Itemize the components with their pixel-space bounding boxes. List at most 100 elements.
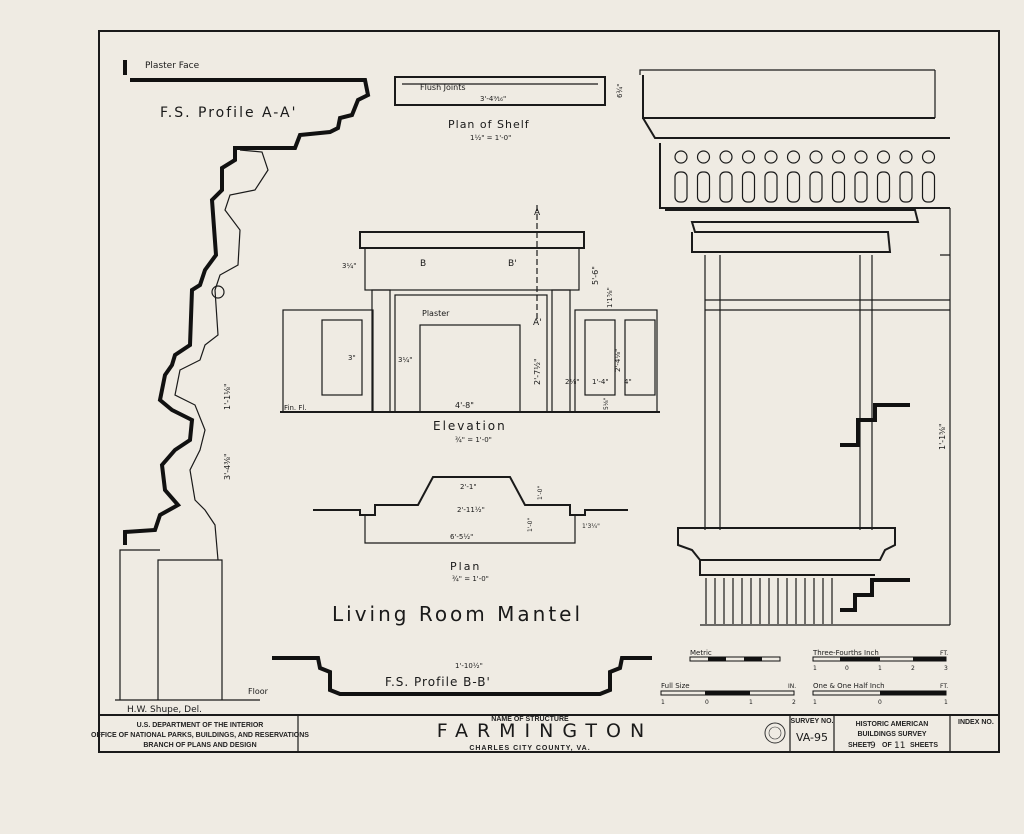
section-b-label: B xyxy=(420,259,426,269)
svg-text:Metric: Metric xyxy=(690,649,712,657)
dentil-block xyxy=(921,171,936,203)
profile-aa-drawing: Plaster Face F.S. Profile A-A' 1'-1⅛" 3'… xyxy=(115,60,371,715)
dentil-block xyxy=(786,171,801,203)
habs-line1: HISTORIC AMERICAN xyxy=(856,721,929,728)
profile-bb-drawing: 1'-10½" F.S. Profile B-B' xyxy=(272,656,652,696)
shelf-plan-title: Plan of Shelf xyxy=(448,118,530,131)
svg-text:1: 1 xyxy=(661,699,665,706)
right-dim3: 4" xyxy=(624,378,632,386)
dentil-block xyxy=(876,171,891,203)
detail-height-dim: 1'-1⅝" xyxy=(938,423,947,450)
dentil-circle xyxy=(831,150,846,164)
dentil-circle xyxy=(719,150,733,164)
profile-aa-dim2: 3'-4⅜" xyxy=(223,453,232,480)
svg-text:1: 1 xyxy=(813,699,817,706)
svg-text:2: 2 xyxy=(911,665,915,672)
base-dim: 5⅛" xyxy=(603,397,610,410)
sheet-title: Living Room Mantel xyxy=(332,602,583,626)
plan-dim1: 2'-1" xyxy=(460,483,477,491)
shelf-plan-drawing: Flush Joints 3'-4⁹⁄₁₆" 6¾" Plan of Shelf… xyxy=(394,76,624,142)
svg-text:1: 1 xyxy=(944,699,948,706)
dentil-circle xyxy=(899,150,913,164)
svg-text:FT.: FT. xyxy=(940,683,948,690)
elevation-scale: ¾" = 1'-0" xyxy=(455,436,492,444)
agency-line2: OFFICE OF NATIONAL PARKS, BUILDINGS, AND… xyxy=(91,732,309,739)
scale-full-size: Full Size IN. 1 0 1 2 xyxy=(660,682,796,706)
floor-label: Floor xyxy=(248,687,269,696)
svg-text:FT.: FT. xyxy=(940,650,948,657)
sheet-border xyxy=(98,30,1000,753)
section-a2-label: A' xyxy=(533,318,542,328)
dentil-circle xyxy=(741,150,756,164)
panel-dim: 2'-4⅛" xyxy=(614,349,622,372)
svg-text:Full Size: Full Size xyxy=(661,682,690,690)
elevation-drawing: A A' B B' Plaster 4'-8" 2'-7½" 5'-6" 1'1… xyxy=(280,205,660,444)
delineator-label: H.W. Shupe, Del. xyxy=(127,705,202,715)
location: CHARLES CITY COUNTY, VA. xyxy=(469,745,590,752)
agency-line3: BRANCH OF PLANS AND DESIGN xyxy=(143,742,256,749)
svg-text:0: 0 xyxy=(705,699,709,706)
dentil-circle xyxy=(854,150,868,164)
plan-drawing: 2'-1" 2'-11½" 6'-5½" 1'-0" 1'-0" 1'3¼" P… xyxy=(313,476,628,583)
plan-dim2: 2'-11½" xyxy=(457,506,485,514)
scale-metric: Metric xyxy=(689,649,781,662)
svg-text:Three-Fourths Inch: Three-Fourths Inch xyxy=(812,649,879,657)
plaster-face-label: Plaster Face xyxy=(145,61,200,71)
dentil-block xyxy=(674,171,688,203)
large-detail-drawing: 1'-1⅝" xyxy=(639,69,951,626)
dentil-block xyxy=(696,171,711,203)
flush-joints-label: Flush Joints xyxy=(420,83,466,92)
survey-number: VA-95 xyxy=(796,731,828,744)
svg-text:1: 1 xyxy=(878,665,882,672)
sheet-word: SHEET xyxy=(848,742,872,749)
right-dim2: 1'-4" xyxy=(592,378,609,386)
dentil-circle xyxy=(921,150,936,164)
dentil-block xyxy=(854,171,868,203)
elevation-height-dim: 2'-7½" xyxy=(533,358,542,385)
scale-one-and-half: One & One Half Inch FT. 1 0 1 xyxy=(812,682,948,706)
dentil-circle xyxy=(696,150,711,164)
seal-icon xyxy=(764,722,786,744)
sheet-total: 11 xyxy=(894,741,905,751)
name-caption: NAME OF STRUCTURE xyxy=(491,716,569,723)
plan-dim6: 1'3¼" xyxy=(582,523,600,530)
shelf-depth-dim: 6¾" xyxy=(616,84,624,98)
svg-text:1: 1 xyxy=(813,665,817,672)
svg-text:0: 0 xyxy=(878,699,882,706)
section-b2-label: B' xyxy=(508,259,517,269)
flute-row xyxy=(705,578,833,624)
dentil-block xyxy=(719,171,733,203)
dentil-block xyxy=(809,171,823,203)
svg-text:One & One Half Inch: One & One Half Inch xyxy=(813,682,885,690)
elevation-width-dim: 4'-8" xyxy=(455,401,474,410)
section-a-label: A xyxy=(534,208,541,218)
graphic-scales: Metric Three-Fourths Inch FT. 1 0 1 2 3 … xyxy=(660,649,948,706)
of-word: OF xyxy=(882,742,892,749)
dentil-circle xyxy=(876,150,891,164)
survey-caption: SURVEY NO. xyxy=(791,718,834,725)
index-caption: INDEX NO. xyxy=(958,719,994,726)
plan-title: Plan xyxy=(450,560,481,573)
pilaster-dim: 3" xyxy=(348,354,356,362)
plan-dim4: 1'-0" xyxy=(537,486,544,500)
fin-floor-label: Fin. Fl. xyxy=(284,404,307,412)
scale-three-fourths: Three-Fourths Inch FT. 1 0 1 2 3 xyxy=(812,649,948,672)
elevation-top-dim: 5'-6" xyxy=(591,266,600,285)
elevation-left-dim: 3¼" xyxy=(342,262,356,270)
dentil-block xyxy=(741,171,756,203)
dentil-block xyxy=(764,171,778,203)
svg-text:3: 3 xyxy=(944,665,948,672)
plaster-label: Plaster xyxy=(422,309,450,318)
profile-bb-title: F.S. Profile B-B' xyxy=(385,675,491,689)
plan-dim5: 1'-0" xyxy=(527,518,534,532)
shelf-width-dim: 3'-4⁹⁄₁₆" xyxy=(480,95,506,103)
shelf-plan-scale: 1½" = 1'-0" xyxy=(470,134,511,142)
right-dim1: 2⅛" xyxy=(565,378,579,386)
plan-scale: ¾" = 1'-0" xyxy=(452,575,489,583)
elevation-frieze-dim: 1'1⅝" xyxy=(606,287,614,308)
structure-name: FARMINGTON xyxy=(437,720,653,742)
sheets-word: SHEETS xyxy=(910,742,938,749)
dentil-circle xyxy=(674,150,688,164)
dentil-block xyxy=(899,171,913,203)
